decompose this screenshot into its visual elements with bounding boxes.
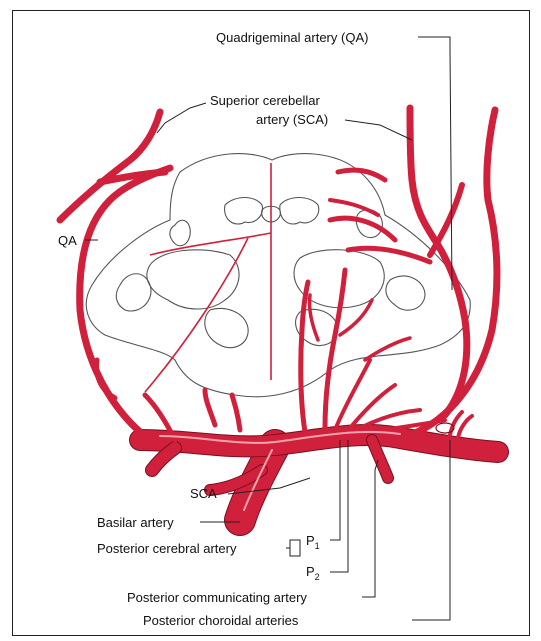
label-posterior-choroidal-arteries: Posterior choroidal arteries (143, 613, 299, 628)
label-quadrigeminal-artery: Quadrigeminal artery (QA) (216, 30, 368, 45)
label-superior-cerebellar-line1: Superior cerebellar (210, 93, 321, 108)
label-p2: P2 (306, 564, 320, 582)
label-superior-cerebellar-line2: artery (SCA) (256, 112, 328, 127)
artery-network (60, 108, 498, 520)
label-posterior-communicating-artery: Posterior communicating artery (127, 590, 307, 605)
label-posterior-cerebral-artery: Posterior cerebral artery (97, 541, 237, 556)
label-p1: P1 (306, 533, 320, 551)
label-basilar-artery: Basilar artery (97, 515, 174, 530)
internal-vessels (145, 163, 271, 392)
label-qa: QA (58, 233, 77, 248)
labels: Quadrigeminal artery (QA) Superior cereb… (58, 30, 368, 628)
label-sca: SCA (190, 486, 217, 501)
